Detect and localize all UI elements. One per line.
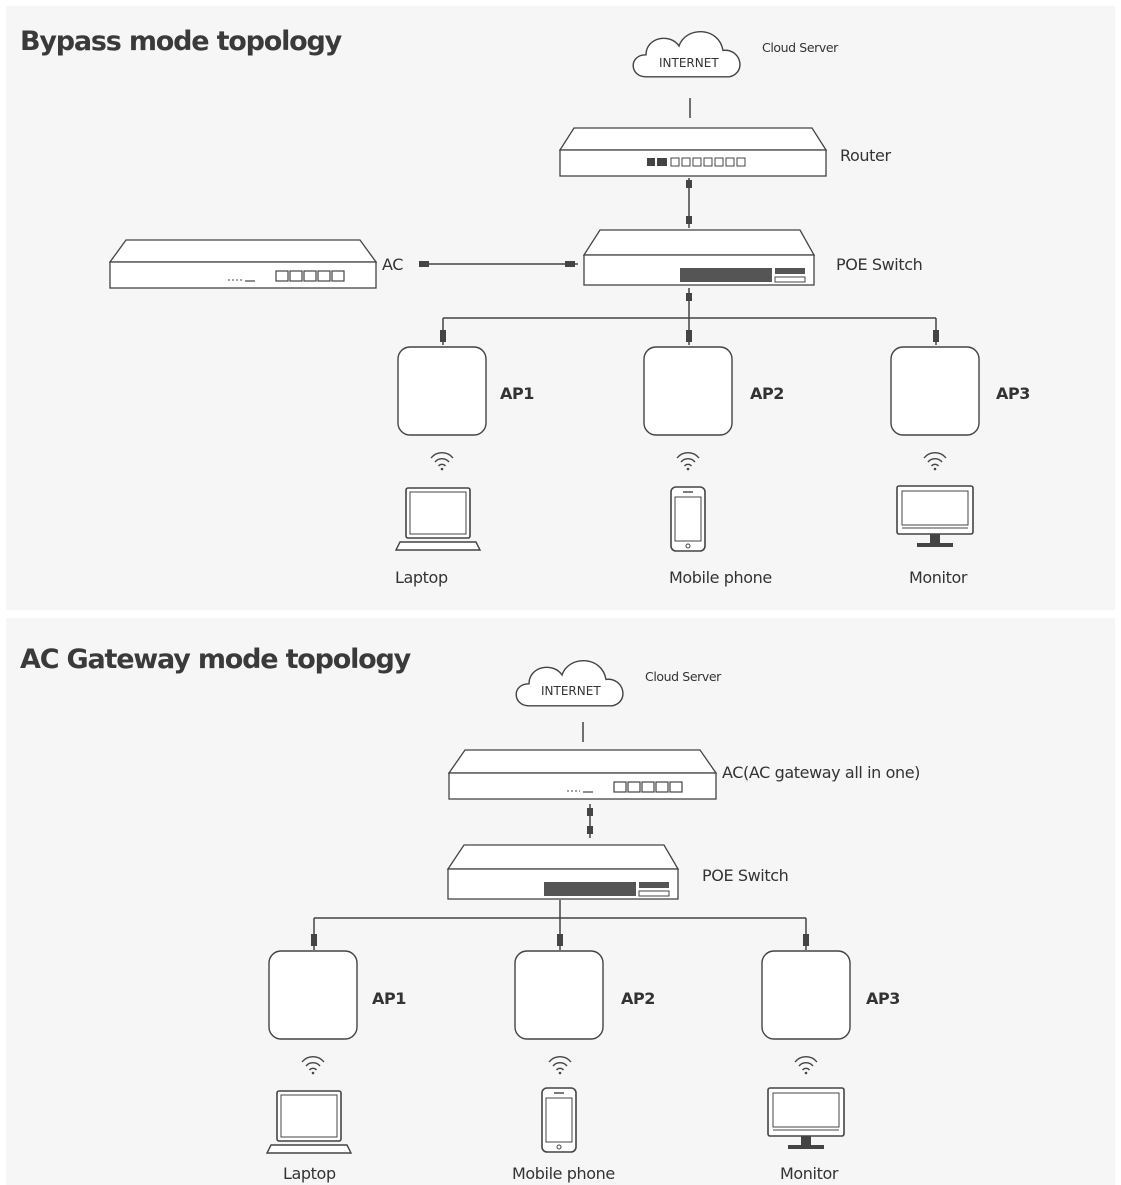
bypass-cloud — [632, 30, 741, 78]
bypass-title: Bypass mode topology — [20, 26, 342, 57]
bypass-phone-icon — [670, 486, 706, 552]
bypass-laptop-label: Laptop — [395, 568, 448, 587]
bypass-wifi-icon-3 — [923, 451, 947, 471]
gateway-wifi-icon-2 — [548, 1055, 572, 1076]
bypass-poe-switch-label: POE Switch — [836, 255, 923, 274]
bypass-ap2-device — [643, 346, 733, 436]
gateway-poe-switch-device — [446, 844, 680, 900]
gateway-ac-device — [447, 749, 718, 800]
gateway-wifi-icon-3 — [794, 1055, 818, 1076]
bypass-ap2-label: AP2 — [750, 384, 785, 403]
gateway-monitor-icon — [767, 1087, 845, 1150]
bypass-monitor-icon — [896, 485, 974, 548]
gateway-ap3-label: AP3 — [866, 989, 901, 1008]
gateway-cloud-server-label: Cloud Server — [645, 669, 721, 684]
bypass-internet-label: INTERNET — [659, 56, 719, 70]
gateway-monitor-label: Monitor — [780, 1164, 839, 1183]
gateway-ac-label: AC(AC gateway all in one) — [722, 763, 920, 782]
bypass-wifi-icon-1 — [430, 451, 454, 471]
gateway-phone-label: Mobile phone — [512, 1164, 615, 1183]
bypass-poe-switch-device — [582, 229, 816, 286]
bypass-laptop-icon — [395, 487, 481, 551]
gateway-laptop-icon — [266, 1090, 352, 1154]
bypass-wifi-icon-2 — [676, 451, 700, 471]
bypass-ap1-label: AP1 — [500, 384, 535, 403]
gateway-ap3-device — [761, 950, 851, 1040]
gateway-laptop-label: Laptop — [283, 1164, 336, 1183]
gateway-internet-label: INTERNET — [541, 684, 601, 698]
gateway-ap2-label: AP2 — [621, 989, 656, 1008]
bypass-ap1-device — [397, 346, 487, 436]
gateway-ap1-label: AP1 — [372, 989, 407, 1008]
gateway-phone-icon — [541, 1087, 577, 1153]
bypass-ac-device — [108, 239, 378, 289]
gateway-title: AC Gateway mode topology — [20, 644, 411, 675]
gateway-ap2-device — [514, 950, 604, 1040]
router-label: Router — [840, 146, 891, 165]
router-device — [558, 127, 828, 177]
gateway-ap1-device — [268, 950, 358, 1040]
bypass-ap3-label: AP3 — [996, 384, 1031, 403]
gateway-wifi-icon-1 — [301, 1055, 325, 1076]
bypass-ap3-device — [890, 346, 980, 436]
bypass-ac-label: AC — [382, 255, 404, 274]
bypass-monitor-label: Monitor — [909, 568, 968, 587]
bypass-cloud-server-label: Cloud Server — [762, 40, 838, 55]
bypass-phone-label: Mobile phone — [669, 568, 772, 587]
gateway-poe-switch-label: POE Switch — [702, 866, 789, 885]
